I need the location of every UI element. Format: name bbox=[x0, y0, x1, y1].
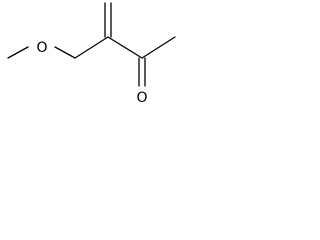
atom-carbonyl-oxygen: O bbox=[136, 90, 147, 106]
bond-carbonyl-methyl bbox=[141, 36, 176, 59]
bond-central-carbonyl-c bbox=[107, 36, 143, 59]
bond-ch2-central-c bbox=[74, 36, 109, 59]
bond-ether-o-ch2 bbox=[54, 46, 76, 59]
atom-ether-oxygen: O bbox=[36, 40, 47, 56]
chemical-structure-diagram: O O bbox=[7, 2, 176, 106]
bond-methyl-ether-o bbox=[7, 46, 29, 59]
structure-canvas: O O bbox=[0, 0, 180, 111]
